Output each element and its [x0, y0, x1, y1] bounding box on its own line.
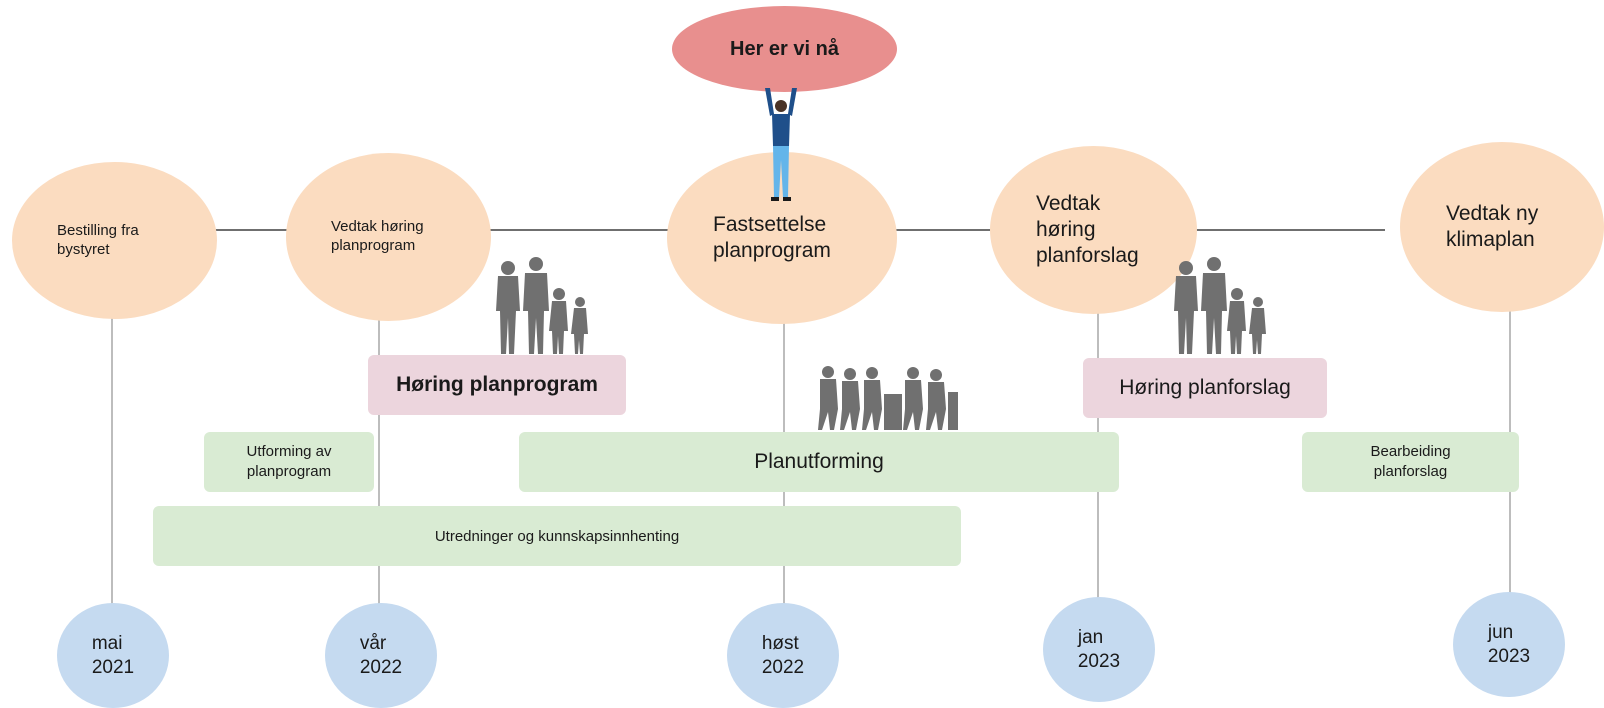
milestone-vedtak-klimaplan: Vedtak ny klimaplan [1400, 142, 1604, 312]
person-holding-sign-icon [765, 88, 797, 201]
date-jun-2023: jun 2023 [1453, 592, 1565, 697]
activity-planutforming: Planutforming [519, 432, 1119, 492]
activity-bearbeiding-planforslag: Bearbeiding planforslag [1302, 432, 1519, 492]
milestone-label: Vedtak ny klimaplan [1446, 201, 1539, 251]
family-silhouette-icon [1174, 257, 1266, 354]
current-position-marker: Her er vi nå [672, 6, 897, 92]
date-label: vår 2022 [359, 632, 403, 678]
date-label: jun 2023 [1487, 621, 1531, 667]
date-label: mai 2021 [91, 632, 135, 678]
activity-label: Høring planforslag [1119, 376, 1291, 399]
milestone-label: Vedtak høring planprogram [331, 218, 424, 254]
vertical-connector-1 [111, 300, 113, 610]
activity-horing-planprogram: Høring planprogram [368, 355, 626, 415]
milestone-bestilling: Bestilling fra bystyret [12, 162, 217, 319]
activity-label: Utredninger og kunnskapsinnhenting [434, 527, 680, 545]
date-mai-2021: mai 2021 [57, 603, 169, 708]
meeting-silhouette-icon [818, 366, 958, 430]
activity-label: Planutforming [754, 450, 884, 473]
date-label: jan 2023 [1077, 626, 1121, 672]
activity-horing-planforslag: Høring planforslag [1083, 358, 1327, 418]
activity-label: Bearbeiding planforslag [1370, 442, 1451, 480]
date-label: høst 2022 [761, 632, 805, 678]
milestone-vedtak-horing-planprogram: Vedtak høring planprogram [286, 153, 491, 321]
milestone-fastsettelse: Fastsettelse planprogram [667, 152, 897, 324]
milestone-label: Fastsettelse planprogram [713, 212, 831, 262]
date-jan-2023: jan 2023 [1043, 597, 1155, 702]
vertical-connector-2 [378, 318, 380, 613]
date-host-2022: høst 2022 [727, 603, 839, 708]
activity-utredninger: Utredninger og kunnskapsinnhenting [153, 506, 961, 566]
activity-label: Høring planprogram [396, 373, 598, 396]
family-silhouette-icon [496, 257, 588, 354]
current-position-label: Her er vi nå [730, 37, 839, 60]
milestone-label: Vedtak høring planforslag [1036, 191, 1139, 268]
milestone-vedtak-horing-planforslag: Vedtak høring planforslag [990, 146, 1197, 314]
activity-label: Utforming av planprogram [246, 442, 332, 480]
milestone-label: Bestilling fra bystyret [57, 221, 139, 258]
date-var-2022: vår 2022 [325, 603, 437, 708]
activity-utforming-planprogram: Utforming av planprogram [204, 432, 374, 492]
